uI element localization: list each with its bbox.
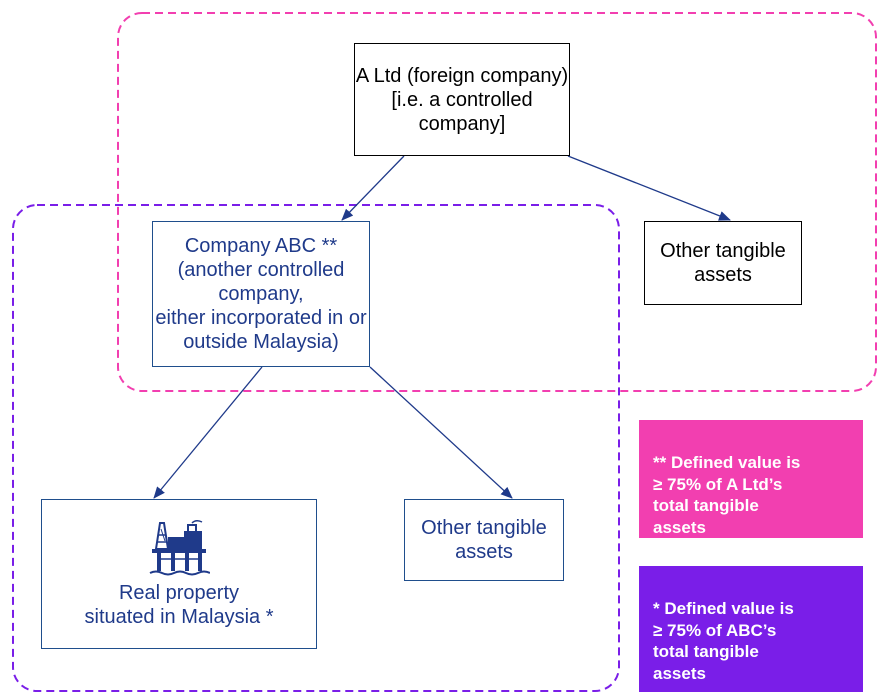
other-tangible-assets-abc-label: Other tangible assets xyxy=(421,517,547,563)
other-tangible-assets-abc-box: Other tangible assets xyxy=(404,499,564,581)
note-abc-threshold-text: * Defined value is ≥ 75% of ABC’s total … xyxy=(653,598,794,683)
pink-group-boundary xyxy=(117,12,877,392)
arrow-a-ltd-to-other-assets xyxy=(567,155,731,221)
note-a-ltd-threshold: ** Defined value is ≥ 75% of A Ltd’s tot… xyxy=(639,420,863,538)
a-ltd-label: A Ltd (foreign company) [i.e. a controll… xyxy=(355,64,569,135)
arrow-a-ltd-to-abc xyxy=(341,155,405,221)
company-abc-box: Company ABC ** (another controlled compa… xyxy=(152,221,370,367)
note-a-ltd-threshold-text: ** Defined value is ≥ 75% of A Ltd’s tot… xyxy=(653,452,801,537)
note-abc-threshold: * Defined value is ≥ 75% of ABC’s total … xyxy=(639,566,863,692)
a-ltd-box: A Ltd (foreign company) [i.e. a controll… xyxy=(354,43,570,156)
oil-rig-icon xyxy=(149,519,210,576)
other-tangible-assets-a-ltd-label: Other tangible assets xyxy=(660,240,786,286)
real-property-box: Real property situated in Malaysia * xyxy=(41,499,317,649)
other-tangible-assets-a-ltd-box: Other tangible assets xyxy=(644,221,802,305)
real-property-label: Real property situated in Malaysia * xyxy=(84,582,274,628)
arrow-abc-to-other-assets xyxy=(369,366,513,499)
arrow-abc-to-real-property xyxy=(153,366,263,499)
purple-group-boundary xyxy=(12,204,620,692)
company-abc-label: Company ABC ** (another controlled compa… xyxy=(155,235,367,353)
